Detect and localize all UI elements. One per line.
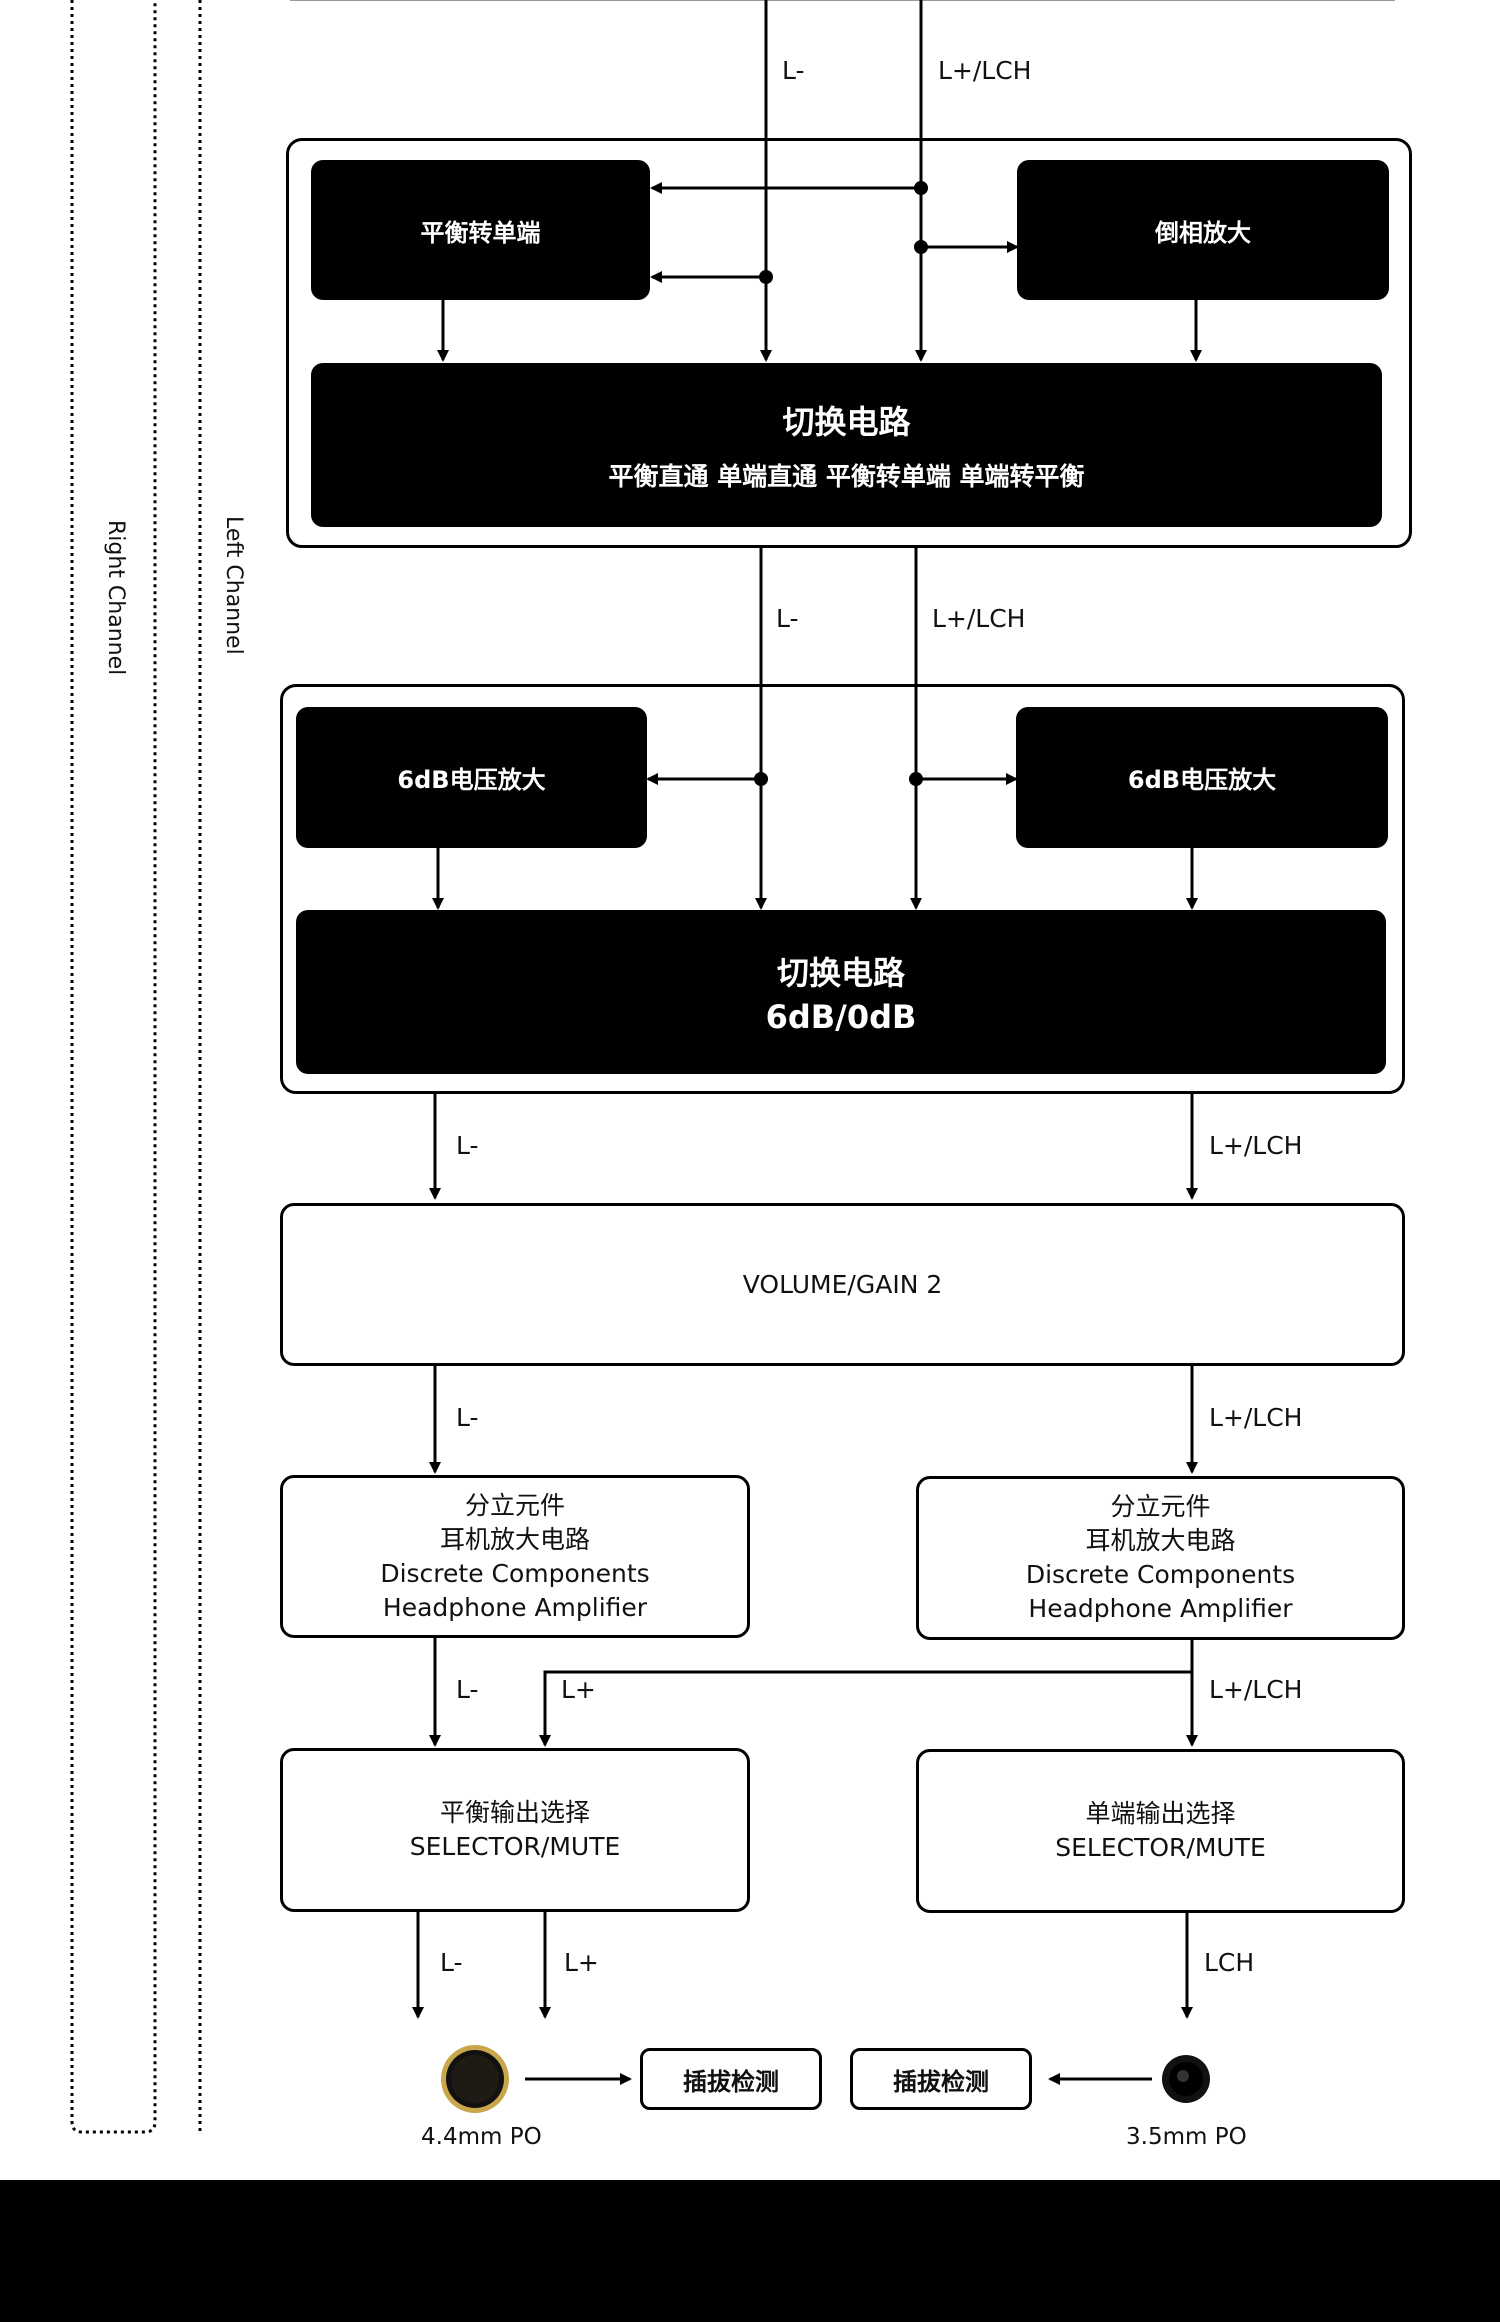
amplifier-left-block: 分立元件 耳机放大电路 Discrete Components Headphon… [280, 1475, 750, 1638]
footer-band [0, 2180, 1500, 2322]
volume-gain-label: VOLUME/GAIN 2 [742, 1269, 943, 1299]
single-selector-line-2: SELECTOR/MUTE [1055, 1833, 1266, 1862]
signal-label-l-minus: L- [456, 1131, 479, 1160]
block-2-group [280, 684, 1405, 1094]
balanced-selector-line-1: 平衡输出选择 [439, 1798, 590, 1827]
switch-circuit-1-modes: 平衡直通 单端直通 平衡转单端 单端转平衡 [608, 462, 1085, 491]
signal-label-l-plus-lch: L+/LCH [1209, 1131, 1303, 1160]
jack-4-4mm-icon [441, 2045, 509, 2113]
switch-circuit-2: 切换电路 6dB/0dB [296, 910, 1386, 1074]
amplifier-right-block: 分立元件 耳机放大电路 Discrete Components Headphon… [916, 1476, 1405, 1640]
jack-3-5mm-icon [1162, 2055, 1210, 2103]
plug-detect-left: 插拔检测 [640, 2048, 822, 2110]
signal-label-l-minus: L- [456, 1675, 479, 1704]
inverting-amp-block: 倒相放大 [1017, 160, 1389, 300]
amplifier-left-line-3: Discrete Components [380, 1558, 650, 1588]
amplifier-right-line-1: 分立元件 [1110, 1492, 1211, 1521]
plug-detect-right: 插拔检测 [850, 2048, 1032, 2110]
single-selector-line-1: 单端输出选择 [1085, 1799, 1236, 1828]
amplifier-right-line-3: Discrete Components [1025, 1560, 1296, 1589]
amplifier-left-line-2: 耳机放大电路 [439, 1524, 590, 1554]
signal-label-l-plus-lch: L+/LCH [1209, 1675, 1303, 1704]
single-selector-block: 单端输出选择 SELECTOR/MUTE [916, 1749, 1405, 1913]
amplifier-left-line-1: 分立元件 [464, 1490, 565, 1520]
switch-circuit-2-gain: 6dB/0dB [765, 998, 917, 1036]
voltage-amp-left-block: 6dB电压放大 [296, 707, 647, 848]
voltage-amp-right-block: 6dB电压放大 [1016, 707, 1388, 848]
balanced-selector-block: 平衡输出选择 SELECTOR/MUTE [280, 1748, 750, 1912]
jack-4-4mm-label: 4.4mm PO [421, 2124, 542, 2150]
switch-circuit-1-title: 切换电路 [782, 403, 911, 441]
balanced-selector-line-2: SELECTOR/MUTE [409, 1832, 621, 1861]
balanced-to-single-block: 平衡转单端 [311, 160, 650, 300]
right-channel-label: Right Channel [103, 520, 128, 676]
amplifier-left-line-4: Headphone Amplifier [382, 1592, 648, 1622]
switch-circuit-1: 切换电路 平衡直通 单端直通 平衡转单端 单端转平衡 [311, 363, 1382, 527]
amplifier-right-line-4: Headphone Amplifier [1028, 1594, 1293, 1623]
left-channel-label: Left Channel [221, 516, 246, 655]
switch-circuit-2-title: 切换电路 [776, 954, 905, 992]
signal-label-l-minus: L- [776, 604, 799, 633]
jack-3-5mm-label: 3.5mm PO [1126, 2124, 1247, 2150]
signal-label-l-plus-lch: L+/LCH [1209, 1403, 1303, 1432]
signal-label-l-minus: L- [782, 56, 805, 85]
amplifier-right-line-2: 耳机放大电路 [1085, 1526, 1236, 1555]
signal-label-l-plus: L+ [564, 1948, 599, 1977]
signal-label-l-minus: L- [456, 1403, 479, 1432]
signal-label-l-minus: L- [440, 1948, 463, 1977]
block-1-group [286, 138, 1412, 548]
signal-label-l-plus-lch: L+/LCH [938, 56, 1032, 85]
signal-label-l-plus-lch: L+/LCH [932, 604, 1026, 633]
signal-label-lch: LCH [1204, 1948, 1255, 1977]
volume-gain-block: VOLUME/GAIN 2 [280, 1203, 1405, 1366]
signal-label-l-plus: L+ [561, 1675, 596, 1704]
